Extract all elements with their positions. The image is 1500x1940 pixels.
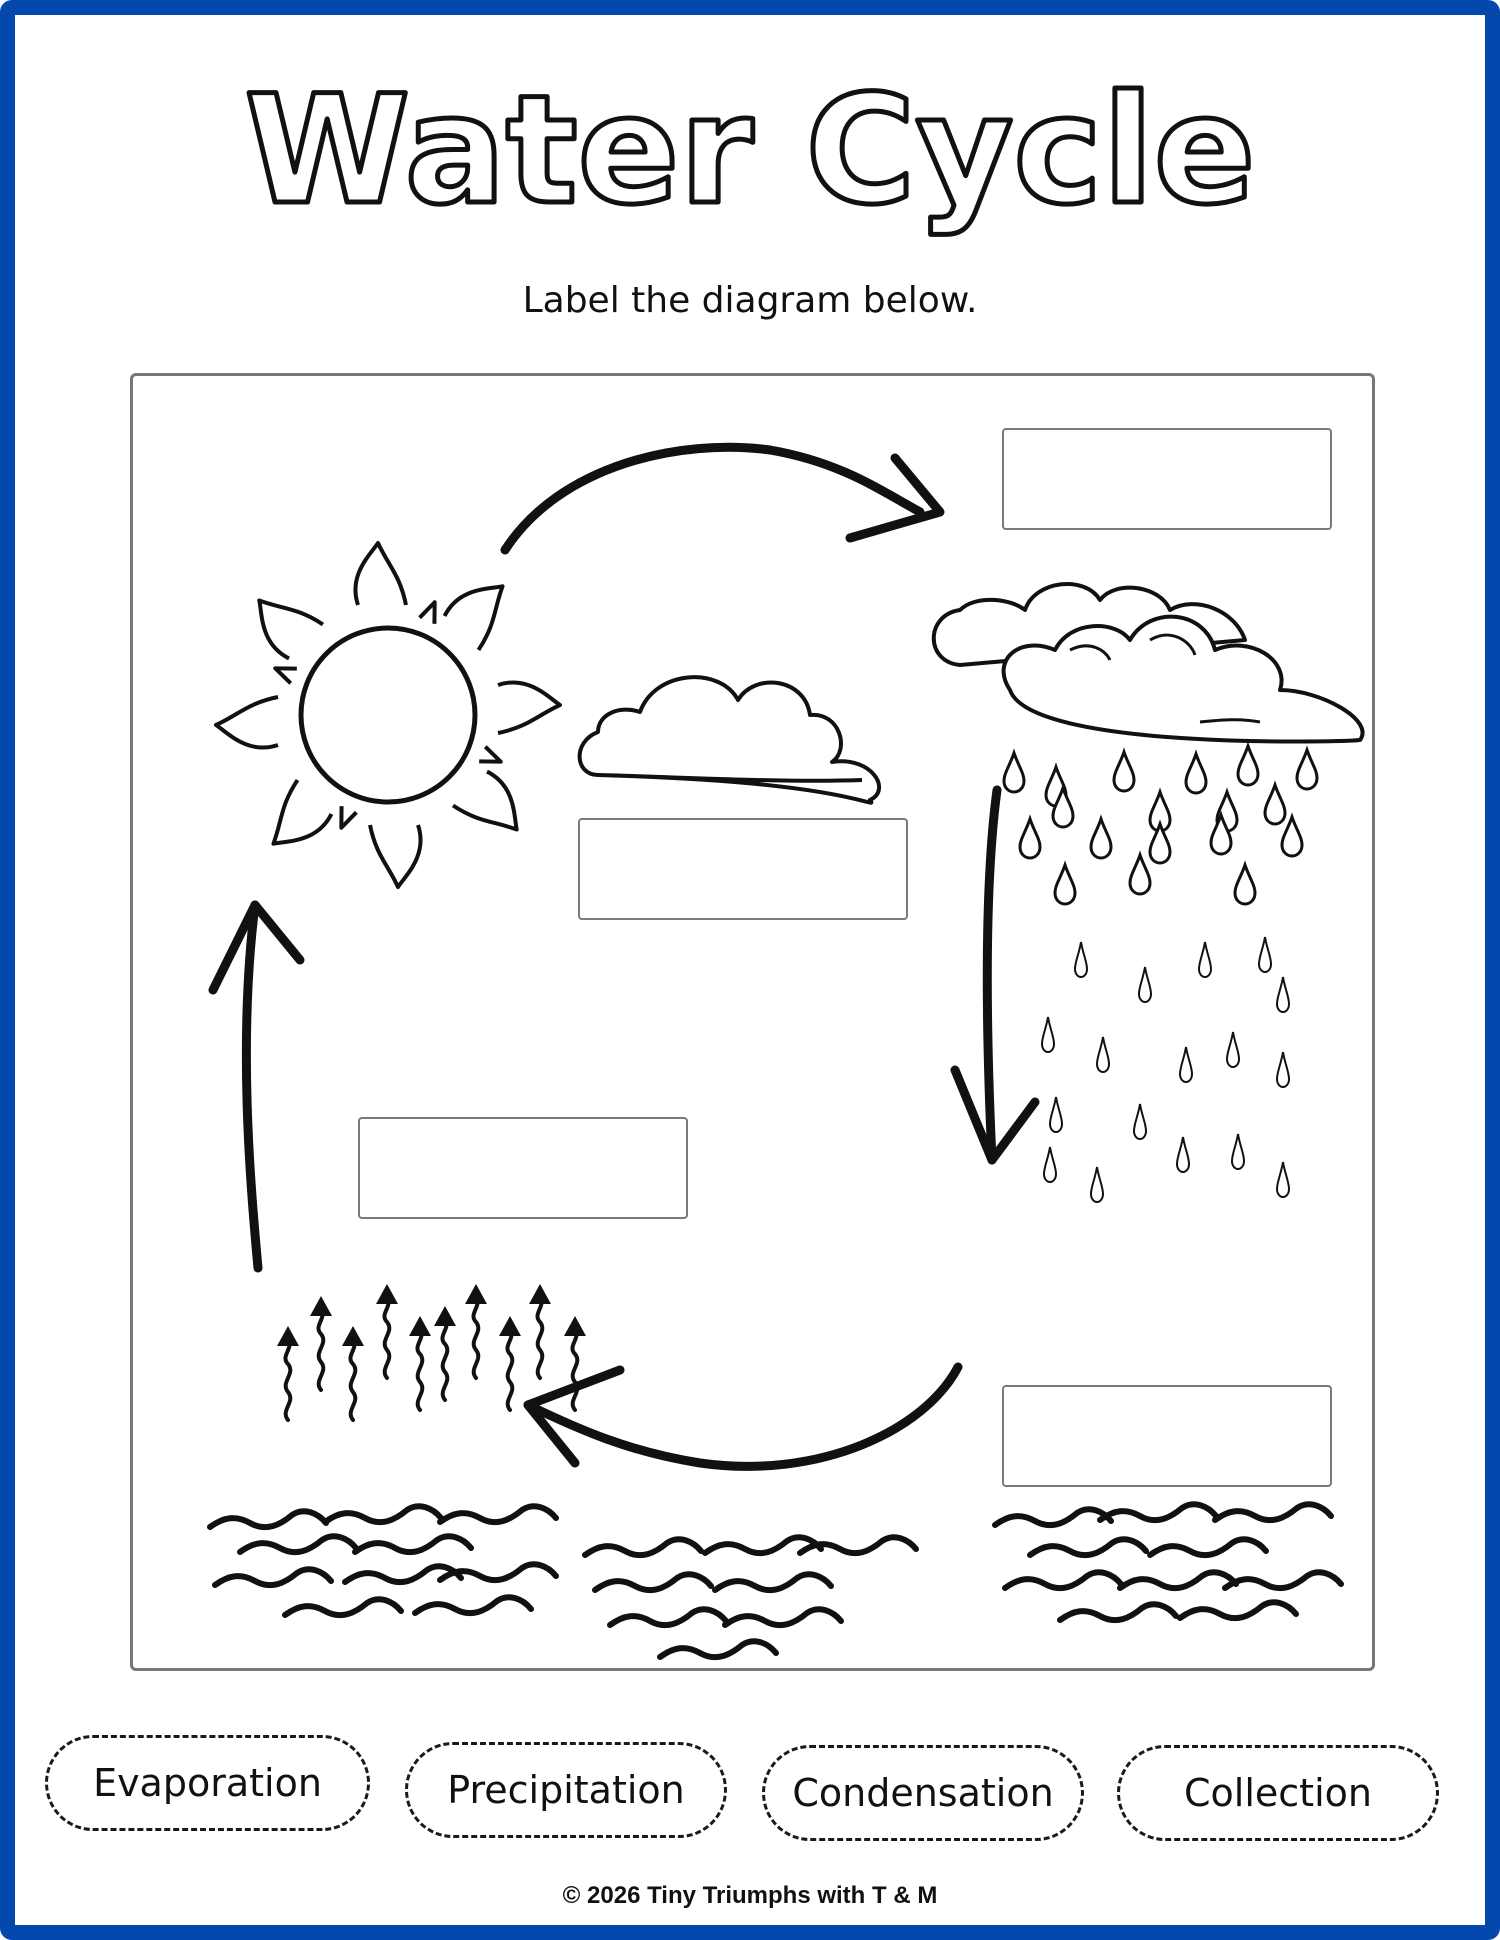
copyright-footer: © 2026 Tiny Triumphs with T & M [562, 1882, 938, 1909]
arrow-collection-to-vapor [523, 1362, 963, 1471]
raindrops-icon [1002, 744, 1319, 1203]
instructions-text: Label the diagram below. [522, 280, 978, 321]
diagram-frame [130, 373, 1375, 1671]
word-card-precipitation[interactable]: Precipitation [405, 1742, 727, 1838]
page-title: Water Cycle [242, 62, 1258, 241]
arrow-vapor-to-sun [241, 900, 263, 1273]
cloud-icon [577, 675, 882, 805]
arrow-rain-down [982, 785, 1002, 1165]
word-card-evaporation[interactable]: Evaporation [45, 1735, 370, 1831]
label-box-evaporation-area[interactable] [358, 1117, 688, 1219]
sun-icon [214, 541, 562, 889]
water-waves-icon [210, 1504, 1341, 1657]
cycle-arrows [208, 442, 1040, 1471]
rain-cloud-icon [931, 582, 1365, 744]
label-box-cloud-area[interactable] [578, 818, 908, 920]
label-box-collection-area[interactable] [1002, 1385, 1332, 1487]
arrow-sun-to-cloud [500, 442, 925, 555]
title-text: Water Cycle [245, 64, 1256, 238]
word-card-condensation[interactable]: Condensation [762, 1745, 1084, 1841]
word-card-collection[interactable]: Collection [1117, 1745, 1439, 1841]
label-box-condensation-area[interactable] [1002, 428, 1332, 530]
